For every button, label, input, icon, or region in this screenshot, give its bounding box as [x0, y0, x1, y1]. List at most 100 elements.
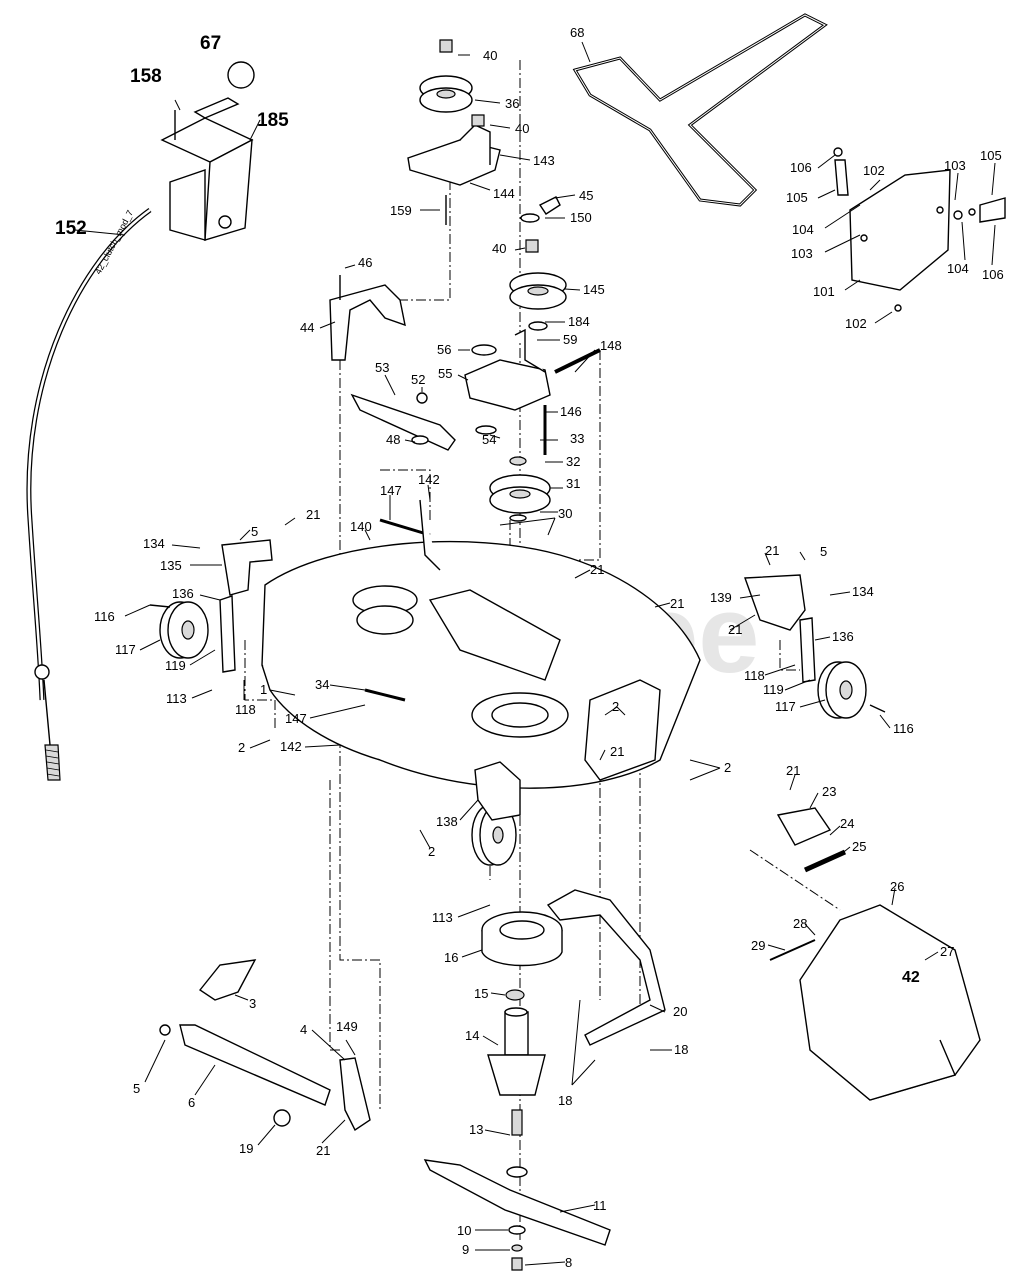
callout-29: 29: [751, 938, 765, 953]
shield-plate-assembly: [833, 147, 1006, 312]
leader-lines: [74, 41, 996, 1266]
callout-56: 56: [437, 342, 451, 357]
callout-118: 118: [235, 702, 256, 717]
callout-136: 136: [172, 586, 194, 601]
callout-101: 101: [813, 284, 835, 299]
callout-15: 15: [474, 986, 488, 1001]
callout-32: 32: [566, 454, 580, 469]
callout-5: 5: [251, 524, 258, 539]
cable-label: 42_clutch_mod_7: [93, 208, 135, 275]
callout-2: 2: [428, 844, 435, 859]
callout-104: 104: [792, 222, 814, 237]
idler-pulley-stack: [407, 39, 501, 225]
callout-106: 106: [790, 160, 812, 175]
callout-185: 185: [257, 110, 289, 131]
deck-badge: 42: [902, 969, 920, 986]
left-gauge-wheel: [149, 539, 273, 673]
callout-24: 24: [840, 816, 854, 831]
callout-19: 19: [239, 1141, 253, 1156]
callout-2: 2: [238, 740, 245, 755]
callout-53: 53: [375, 360, 389, 375]
callout-46: 46: [358, 255, 372, 270]
callout-150: 150: [570, 210, 592, 225]
callout-106: 106: [982, 267, 1004, 282]
callout-21: 21: [306, 507, 320, 522]
callout-9: 9: [462, 1242, 469, 1257]
callout-26: 26: [890, 879, 904, 894]
deck-lift-linkage: [159, 959, 371, 1132]
callout-113: 113: [432, 910, 453, 925]
callout-143: 143: [533, 153, 555, 168]
blade-spindle-group: [423, 911, 611, 1271]
callout-14: 14: [465, 1028, 479, 1043]
callout-144: 144: [493, 186, 515, 201]
right-gauge-wheel: [744, 574, 886, 719]
callout-52: 52: [411, 372, 425, 387]
callout-40: 40: [492, 241, 506, 256]
callout-13: 13: [469, 1122, 483, 1137]
callout-146: 146: [560, 404, 582, 419]
callout-147: 147: [285, 711, 307, 726]
callout-135: 135: [160, 558, 182, 573]
callout-31: 31: [566, 476, 580, 491]
clutch-cable-assembly: 42_clutch_mod_7: [26, 97, 254, 781]
callout-104: 104: [947, 261, 969, 276]
callout-5: 5: [820, 544, 827, 559]
knob-part: [227, 61, 255, 89]
front-gauge-wheel: [471, 761, 521, 866]
callout-140: 140: [350, 519, 372, 534]
callout-116: 116: [893, 721, 914, 736]
belt-guide-and-idler-arm: [329, 275, 456, 451]
callout-117: 117: [115, 642, 136, 657]
deck-skirt: [546, 889, 666, 1046]
callout-113: 113: [166, 691, 187, 706]
callout-5: 5: [133, 1081, 140, 1096]
callout-23: 23: [822, 784, 836, 799]
callout-8: 8: [565, 1255, 572, 1270]
callout-2: 2: [612, 699, 619, 714]
callout-105: 105: [980, 148, 1002, 163]
callout-147: 147: [380, 483, 402, 498]
callout-34: 34: [315, 677, 329, 692]
callout-40: 40: [483, 48, 497, 63]
callout-142: 142: [280, 739, 302, 754]
callout-27: 27: [940, 944, 954, 959]
callout-134: 134: [852, 584, 874, 599]
callout-21: 21: [590, 562, 604, 577]
callout-138: 138: [436, 814, 458, 829]
callout-28: 28: [793, 916, 807, 931]
mid-pulley-stack: [464, 196, 601, 522]
callout-59: 59: [563, 332, 577, 347]
callout-117: 117: [775, 699, 796, 714]
callout-134: 134: [143, 536, 165, 551]
callout-158: 158: [130, 66, 162, 87]
callout-21: 21: [670, 596, 684, 611]
callout-21: 21: [728, 622, 742, 637]
callout-145: 145: [583, 282, 605, 297]
callout-148: 148: [600, 338, 622, 353]
callout-21: 21: [610, 744, 624, 759]
callout-67: 67: [200, 33, 221, 54]
callout-105: 105: [786, 190, 808, 205]
callout-142: 142: [418, 472, 440, 487]
callout-68: 68: [570, 25, 584, 40]
callout-21: 21: [765, 543, 779, 558]
callout-11: 11: [593, 1198, 607, 1213]
callout-119: 119: [165, 658, 186, 673]
callout-16: 16: [444, 950, 458, 965]
callout-1: 1: [260, 682, 267, 697]
callout-36: 36: [505, 96, 519, 111]
mower-deck: [261, 499, 701, 789]
callout-118: 118: [744, 668, 765, 683]
callout-45: 45: [579, 188, 593, 203]
callout-102: 102: [863, 163, 885, 178]
callout-184: 184: [568, 314, 590, 329]
callout-103: 103: [944, 158, 966, 173]
callout-136: 136: [832, 629, 854, 644]
callout-149: 149: [336, 1019, 358, 1034]
callout-20: 20: [673, 1004, 687, 1019]
callout-18: 18: [674, 1042, 688, 1057]
callout-21: 21: [316, 1143, 330, 1158]
